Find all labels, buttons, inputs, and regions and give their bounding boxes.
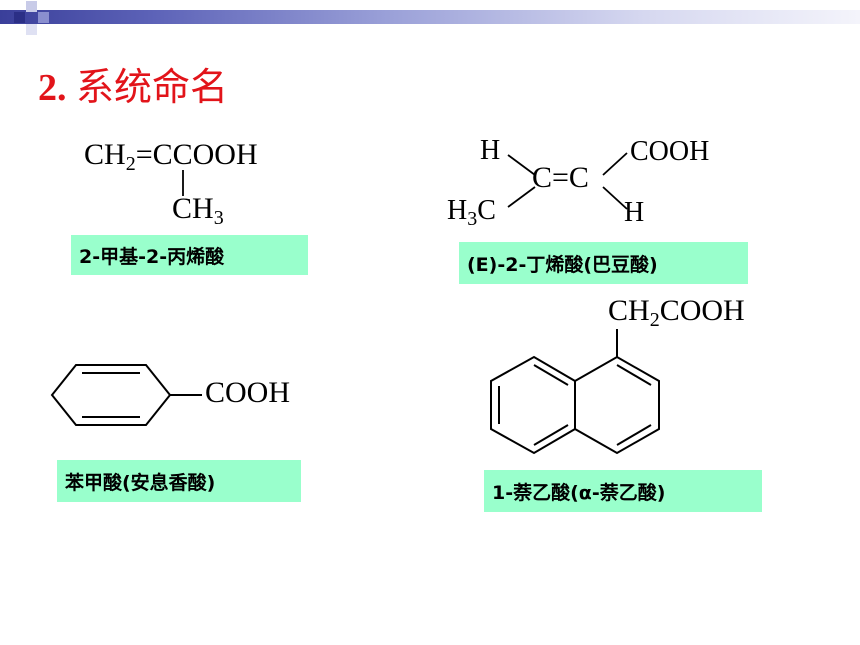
crotonic-h3c: H3C bbox=[447, 195, 496, 230]
crotonic-double-bond: C=C bbox=[532, 161, 589, 194]
methyl-ch: CH bbox=[172, 192, 214, 225]
naphthylacetic-label: 1-萘乙酸(α-萘乙酸) bbox=[484, 470, 762, 512]
h3c-h: H bbox=[447, 195, 468, 226]
methacrylic-ch: CH bbox=[84, 138, 126, 171]
methacrylic-label: 2-甲基-2-丙烯酸 bbox=[71, 235, 308, 275]
header-square-pale bbox=[26, 24, 37, 35]
naphthyl-sub2: 2 bbox=[649, 309, 660, 331]
naphthyl-side-chain: CH2COOH bbox=[608, 294, 745, 331]
methacrylic-methyl-formula: CH3 bbox=[172, 192, 224, 229]
h3c-sub: 3 bbox=[467, 208, 478, 230]
methyl-sub3: 3 bbox=[213, 207, 224, 229]
methacrylic-main-formula: CH2=CCOOH bbox=[84, 138, 258, 175]
header-square-dark bbox=[14, 12, 25, 23]
slide-title: 2. 系统命名 bbox=[38, 56, 228, 111]
header-square-mid bbox=[38, 12, 49, 23]
benzene-ring bbox=[50, 364, 202, 426]
methacrylic-sub2: 2 bbox=[125, 153, 136, 175]
title-number: 2. bbox=[38, 67, 67, 109]
h3c-c: C bbox=[477, 195, 496, 226]
methacrylic-methyl-bond bbox=[182, 170, 184, 196]
benzoic-label: 苯甲酸(安息香酸) bbox=[57, 460, 301, 502]
crotonic-h-top: H bbox=[480, 135, 501, 166]
benzoic-cooh: COOH bbox=[205, 376, 291, 409]
naphthalene-rings bbox=[490, 329, 660, 455]
naphthyl-ch: CH bbox=[608, 294, 650, 327]
crotonic-bonds bbox=[507, 152, 628, 210]
title-text: 系统命名 bbox=[76, 65, 229, 109]
header-gradient-bar bbox=[0, 10, 860, 24]
methacrylic-rest: =CCOOH bbox=[135, 138, 258, 171]
header-square-light bbox=[26, 1, 37, 12]
crotonic-label: (E)-2-丁烯酸(巴豆酸) bbox=[459, 242, 748, 284]
crotonic-cooh: COOH bbox=[630, 136, 710, 167]
crotonic-h-bottom: H bbox=[624, 197, 645, 228]
naphthyl-cooh: COOH bbox=[659, 294, 745, 327]
